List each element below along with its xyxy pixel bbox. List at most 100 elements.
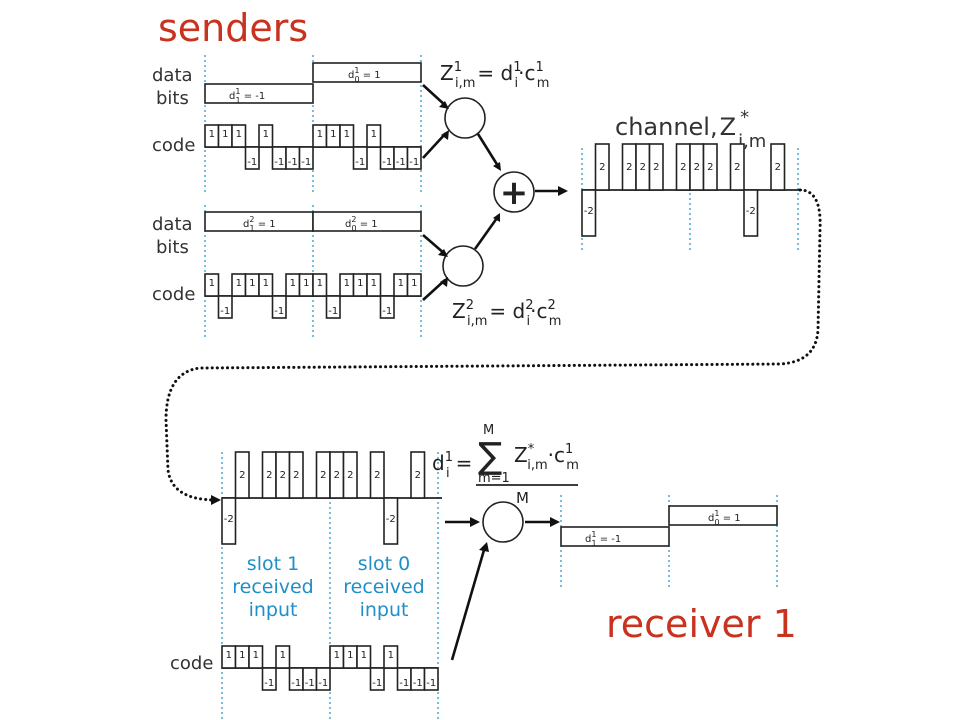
- channel-chip-value: 2: [599, 162, 605, 173]
- receiver-input-chip: [369, 451, 385, 499]
- slot0-caption-line: received: [343, 576, 425, 598]
- sender2-code-chip: [379, 295, 395, 319]
- channel-chip: [702, 143, 718, 191]
- arrowhead-multiplier-to-output: [550, 517, 560, 527]
- sender2-code-chip: [366, 273, 382, 297]
- sender2-code-chip-value: 1: [209, 278, 215, 289]
- sender2-code-chip-value: 1: [303, 278, 309, 289]
- sender2-code-chip-value: -1: [220, 306, 230, 317]
- arrowhead-adder-to-channel: [558, 186, 568, 196]
- sender1-code-chip-value: -1: [247, 157, 257, 168]
- receiver-code-chip-value: 1: [253, 650, 259, 661]
- arrow-s1-to-adder: [476, 133, 500, 167]
- sender1-code-chip-value: -1: [274, 157, 284, 168]
- sender1-code-chip: [339, 124, 355, 148]
- slot1-caption-line: input: [249, 599, 298, 621]
- sender2-code-chip-value: 1: [317, 278, 323, 289]
- receiver-code-chip-value: -1: [399, 678, 409, 689]
- arrow-code-to-multiplier: [450, 549, 486, 661]
- sender2-bit0-box: [312, 211, 422, 232]
- sender1-code-chip-value: 1: [263, 129, 269, 140]
- sender1-code-chip: [244, 146, 260, 170]
- sender2-code-chip-value: 1: [263, 278, 269, 289]
- sender2-code-chip: [271, 295, 287, 319]
- receiver-input-chip: [288, 451, 304, 499]
- sender1-code-chip: [352, 146, 368, 170]
- channel-chip-value: -2: [584, 206, 594, 217]
- sender2-multiplier: [442, 245, 484, 287]
- sender1-code-chip-value: 1: [209, 129, 215, 140]
- arrowhead-s2-to-adder: [493, 213, 500, 222]
- sender2-code-chip-value: -1: [274, 306, 284, 317]
- sender2-code-chip: [217, 295, 233, 319]
- receiver-input-chip: [410, 451, 426, 499]
- receiver-code-chip: [356, 645, 372, 669]
- receiver-code-chip-value: 1: [239, 650, 245, 661]
- receiver-input-chip-value: -2: [386, 514, 396, 525]
- receiver-input-chip: [234, 451, 250, 499]
- receiver-title: receiver 1: [606, 602, 797, 646]
- slot0-caption-line: input: [360, 599, 409, 621]
- channel-chip: [729, 143, 745, 191]
- sender2-data-label-1: data: [152, 214, 193, 235]
- sender1-bit0-box: [312, 62, 422, 83]
- sender2-code-chip: [312, 273, 328, 297]
- receiver-code-chip: [423, 667, 439, 691]
- channel-chip: [770, 143, 786, 191]
- sender1-multiplier: [444, 97, 486, 139]
- decode-sum-icon: ∑: [478, 436, 502, 477]
- channel-chip-value: 2: [694, 162, 700, 173]
- sender1-code-chip-value: 1: [330, 129, 336, 140]
- receiver-input-chip-value: 2: [334, 470, 340, 481]
- sender1-bit1-box: [204, 83, 314, 104]
- receiver-code-chip-value: -1: [426, 678, 436, 689]
- sender1-code-chip: [231, 124, 247, 148]
- channel-chip-value: 2: [734, 162, 740, 173]
- sender2-code-chip-value: -1: [328, 306, 338, 317]
- receiver-code-chip-value: 1: [361, 650, 367, 661]
- channel-chip-value: -2: [746, 206, 756, 217]
- slot0-caption-line: slot 0: [358, 553, 410, 575]
- sender2-code-label: code: [152, 284, 195, 305]
- receiver-code-chip-value: 1: [334, 650, 340, 661]
- sender1-code-chip-value: -1: [396, 157, 406, 168]
- receiver-code-chip-value: 1: [347, 650, 353, 661]
- sender1-code-chip-value: 1: [344, 129, 350, 140]
- sender2-code-chip-value: 1: [371, 278, 377, 289]
- output-bit1-box: [560, 526, 670, 547]
- sender1-code-chip-value: 1: [371, 129, 377, 140]
- channel-chip-value: 2: [680, 162, 686, 173]
- adder-plus-icon: +: [500, 173, 529, 213]
- receiver-code-chip-value: -1: [305, 678, 315, 689]
- receiver-multiplier: [482, 501, 524, 543]
- sender2-code-chip: [258, 273, 274, 297]
- arrowhead-s1-code: [441, 130, 449, 140]
- adder-node: [493, 171, 535, 213]
- receiver-code-chip: [369, 667, 385, 691]
- sender2-code-chip-value: 1: [357, 278, 363, 289]
- arrow-s2-to-adder: [473, 217, 499, 250]
- sender1-code-chip-value: -1: [409, 157, 419, 168]
- sender1-code-chip-value: -1: [301, 157, 311, 168]
- sender2-code-chip-value: -1: [382, 306, 392, 317]
- receiver-code-chip: [383, 645, 399, 669]
- channel-chip-value: 2: [707, 162, 713, 173]
- arrowhead-s1-to-adder: [493, 162, 501, 171]
- sender-arrows: [422, 84, 568, 301]
- sender1-code-chip-value: -1: [355, 157, 365, 168]
